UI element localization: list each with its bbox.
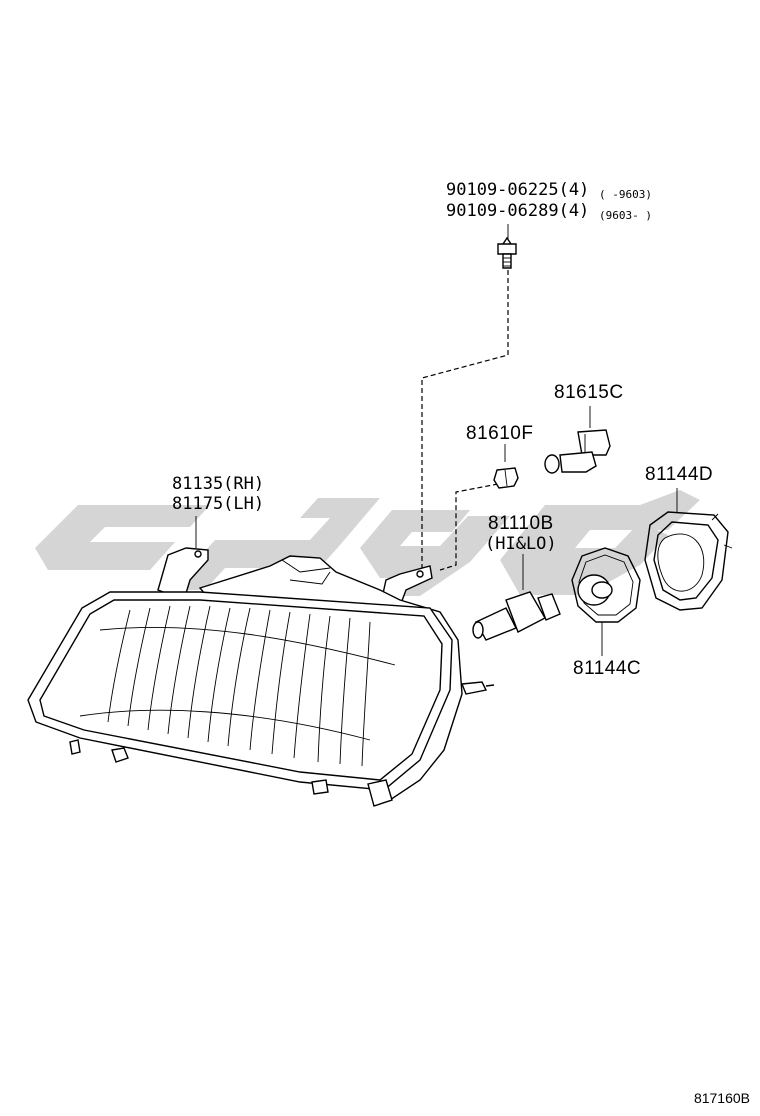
- bulb-81610f-part: [493, 467, 519, 489]
- bulb-81110b-part: [472, 591, 561, 641]
- socket-81615c-part: [544, 429, 611, 474]
- cover-81144c-label: 81144C: [573, 658, 642, 679]
- headlamp-unit-part: [27, 547, 495, 807]
- bulb-81110b-note: (HI&LO): [485, 534, 557, 554]
- bulb-81110b-label: 81110B: [488, 513, 554, 534]
- cover-81144d-label: 81144D: [645, 464, 714, 485]
- cover-81144d-part: [644, 511, 733, 611]
- bolt-range-2: (9603- ): [599, 209, 652, 222]
- bolt-leader-line: [421, 270, 509, 580]
- bulb-81610f-leader-line: [439, 483, 499, 571]
- socket-81615c-label: 81615C: [554, 382, 624, 403]
- cover-81144c-part: [571, 547, 641, 623]
- bolt-part-number-2: 90109-06289(4): [446, 201, 590, 221]
- bulb-81610f-label: 81610F: [466, 423, 534, 444]
- bolt-part: [497, 236, 517, 269]
- bolt-range-1: ( -9603): [599, 188, 652, 201]
- unit-lh-label: 81175(LH): [172, 494, 265, 514]
- reference-code: 817160B: [693, 1090, 750, 1106]
- bolt-part-number-1: 90109-06225(4): [446, 180, 590, 200]
- unit-rh-label: 81135(RH): [172, 474, 265, 494]
